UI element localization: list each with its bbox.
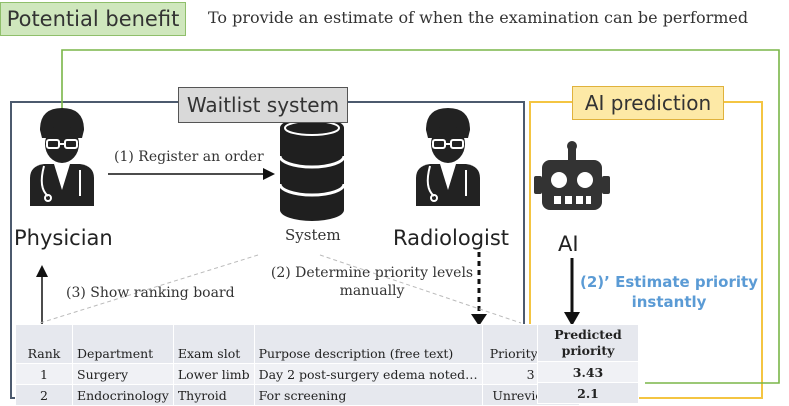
- table-row: 2.1: [537, 382, 639, 404]
- step-register-order: (1) Register an order: [114, 149, 264, 165]
- table-header-row: Rank Department Exam slot Purpose descri…: [15, 324, 580, 364]
- ai-step-estimate: (2)’ Estimate priority instantly: [580, 273, 758, 311]
- potential-benefit-text: To provide an estimate of when the exami…: [208, 8, 749, 27]
- col-exam-slot: Exam slot: [172, 324, 255, 364]
- col-predicted-priority: Predicted priority: [537, 324, 639, 362]
- col-purpose: Purpose description (free text): [253, 324, 483, 364]
- ai-label: AI: [558, 232, 579, 256]
- robot-icon: [534, 141, 610, 210]
- col-rank: Rank: [15, 324, 73, 364]
- waitlist-system-label: Waitlist system: [178, 87, 348, 123]
- waitlist-table: Rank Department Exam slot Purpose descri…: [15, 324, 580, 406]
- physician-icon: [30, 108, 94, 206]
- feedback-loop-line: [55, 49, 780, 384]
- potential-benefit-label: Potential benefit: [0, 2, 186, 36]
- table-header-row: Predicted priority: [537, 324, 639, 362]
- table-row: 3.43: [537, 361, 639, 383]
- predicted-priority-table: Predicted priority 3.43 2.1: [537, 324, 639, 404]
- ai-prediction-label: AI prediction: [572, 86, 724, 120]
- physician-label: Physician: [14, 226, 113, 250]
- table-row: 1 Surgery Lower limb Day 2 post-surgery …: [15, 363, 580, 385]
- col-department: Department: [72, 324, 174, 364]
- step-determine-priority: (2) Determine priority levels manually: [270, 265, 474, 299]
- radiologist-icon: [416, 108, 480, 206]
- radiologist-label: Radiologist: [393, 226, 510, 250]
- system-label: System: [285, 226, 341, 244]
- step-show-ranking: (3) Show ranking board: [66, 285, 235, 301]
- table-row: 2 Endocrinology Thyroid For screening Un…: [15, 384, 580, 406]
- database-icon: [278, 117, 346, 221]
